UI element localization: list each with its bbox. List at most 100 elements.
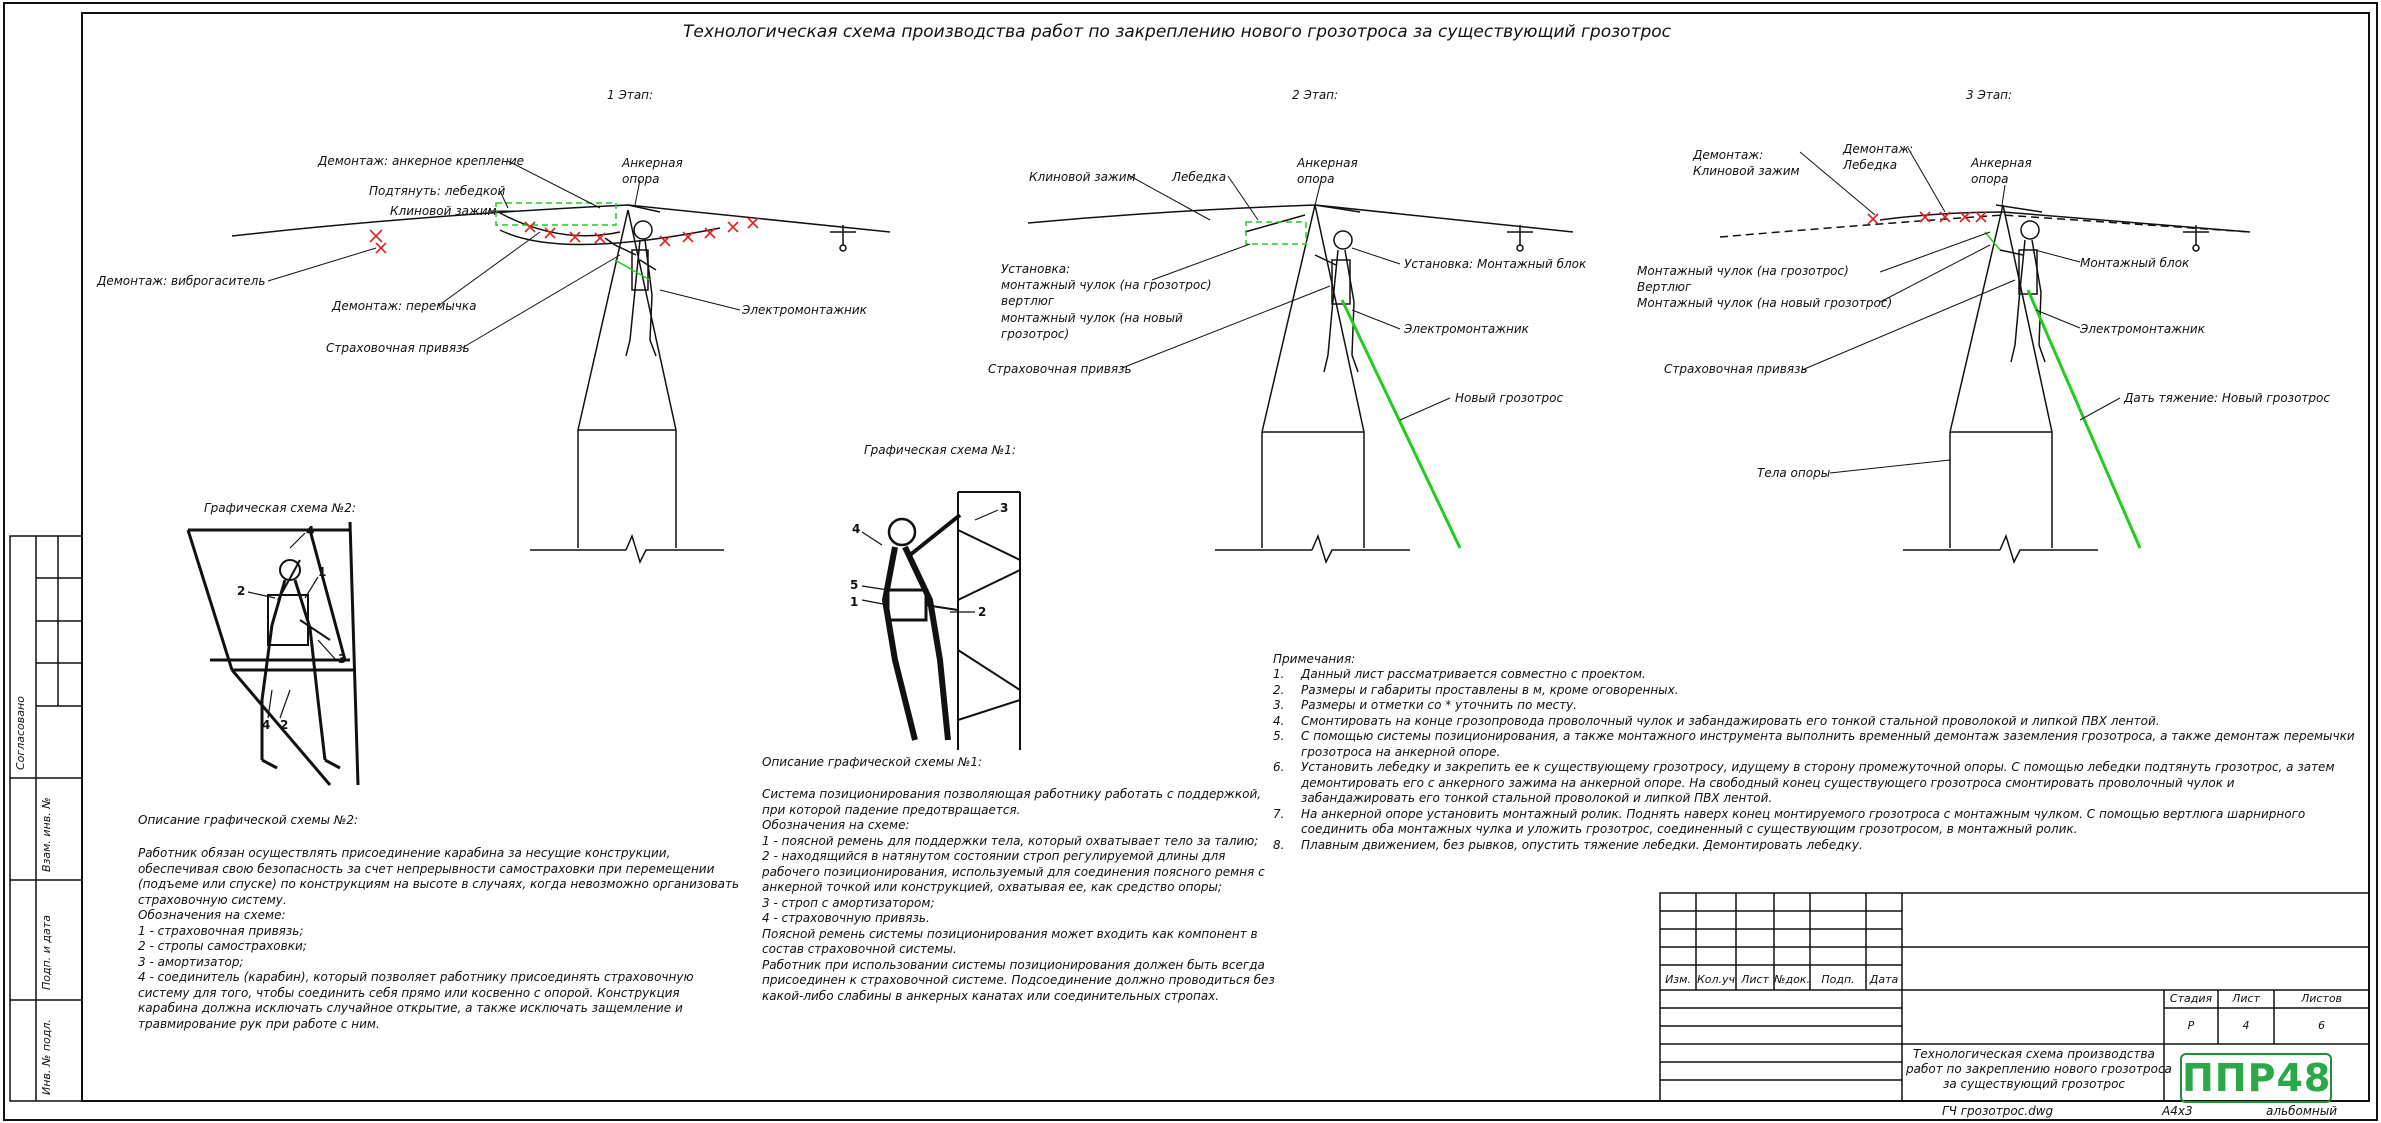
stage3-title: 3 Этап: [1966, 88, 2013, 102]
graph1-num-1: 1 [850, 595, 859, 609]
graph2-num-1: 1 [318, 565, 327, 579]
note-line: 4.Смонтировать на конце грозопровода про… [1273, 714, 2363, 730]
stage2-label-strakh: Страховочная привязь [988, 362, 1132, 376]
note-number: 7. [1273, 806, 1285, 821]
outer-frame [3, 2, 2378, 1121]
note-number: 3. [1273, 698, 1285, 712]
desc2-title: Описание графической схемы №2: [138, 813, 359, 827]
note-number: 8. [1273, 837, 1285, 852]
stage1-label-opora: опора [622, 172, 660, 186]
graph2-num-4b: 4 [262, 718, 271, 732]
graph2-num-4: 4 [306, 524, 315, 538]
stamp-header-podp: Подп. [1821, 973, 1855, 986]
desc1-line: 4 - страховочную привязь. [762, 911, 930, 925]
stage3-label-dem3: Демонтаж: [1843, 142, 1914, 156]
stage2-label-ust3: вертлюг [1001, 294, 1055, 308]
side-vzam: Взам. инв. № [40, 797, 53, 872]
stage3-label-chulok3: Монтажный чулок (на новый грозотрос) [1637, 296, 1893, 310]
desc2-line: травмирование рук при работе с ним. [138, 1016, 380, 1031]
note-line: 6.Установить лебедку и закрепить ее к су… [1273, 760, 2363, 776]
stage1-label-klinovoy: Клиновой зажим [390, 204, 497, 218]
desc1-line: Работник при использовании системы позиц… [762, 957, 1265, 972]
desc2-line: обеспечивая свою безопасность за счет не… [138, 861, 715, 876]
desc1-body: Система позиционирования позволяющая раб… [762, 787, 1275, 1004]
desc1-title: Описание графической схемы №1: [762, 755, 983, 769]
stamp-format: А4х3 [2162, 1104, 2193, 1118]
stamp-name-line3: за существующий грозотрос [1942, 1077, 2126, 1091]
stamp-list-value: 4 [2242, 1019, 2250, 1032]
note-text: На анкерной опоре установить монтажный р… [1301, 806, 2306, 821]
stage1-label-ankernaya: Анкерная [622, 156, 683, 170]
stage2-leaders [1121, 175, 1451, 421]
notes-body: 1.Данный лист рассматривается совместно … [1273, 667, 2363, 853]
graph1-num-3: 3 [1000, 501, 1009, 515]
stage2-label-klinovoy: Клиновой зажим [1029, 170, 1136, 184]
desc2-line: Обозначения на схеме: [138, 908, 286, 922]
desc1-line: Обозначения на схеме: [762, 818, 910, 832]
stage1-label-podtyanut: Подтянуть: лебедкой [369, 184, 506, 198]
stamp-listov-value: 6 [2318, 1019, 2325, 1032]
graph1-title: Графическая схема №1: [864, 443, 1016, 457]
stage2-label-ust2: монтажный чулок (на грозотрос) [1001, 278, 1212, 292]
stamp-header-ndok: №док. [1774, 973, 1810, 986]
stage1-label-demontazh-anchor: Демонтаж: анкерное крепление [318, 154, 525, 168]
note-number [1273, 745, 1301, 761]
note-number [1273, 791, 1301, 807]
stage1-title: 1 Этап: [607, 88, 654, 102]
stamp-header-list: Лист [1741, 973, 1769, 986]
stamp-orientation: альбомный [2266, 1104, 2338, 1118]
note-text: С помощью системы позиционирования, а та… [1301, 729, 2355, 743]
desc2-line: 3 - амортизатор; [138, 954, 244, 969]
graph1-leaders [861, 509, 999, 613]
stamp-list-label: Лист [2232, 992, 2260, 1005]
stage2-label-lebedka: Лебедка [1172, 170, 1227, 184]
stage3-label-strakh: Страховочная привязь [1664, 362, 1808, 376]
stamp-file: ГЧ грозотрос.dwg [1942, 1104, 2054, 1118]
graph2-title: Графическая схема №2: [204, 501, 356, 515]
stage2-label-ust1: Установка: [1001, 262, 1071, 276]
stage3-label-electro: Электромонтажник [2080, 322, 2205, 336]
graph1-num-4: 4 [852, 522, 861, 536]
note-text: Размеры и отметки со * уточнить по месту… [1301, 698, 1578, 712]
note-text: грозотроса на анкерной опоре. [1301, 744, 1501, 759]
stage3-label-dem2: Клиновой зажим [1693, 164, 1800, 178]
desc1-line: рабочего позиционирования, используемый … [762, 864, 1265, 879]
graph2-leaders [247, 532, 337, 719]
stage1-red-marks [369, 217, 759, 254]
note-number: 2. [1273, 682, 1285, 697]
stage3-label-dem1: Демонтаж: [1693, 148, 1764, 162]
note-text: Данный лист рассматривается совместно с … [1301, 667, 1646, 681]
stage3-red-marks [1867, 211, 1987, 225]
stage3-label-dem4: Лебедка [1843, 158, 1898, 172]
stage3-leaders [1799, 147, 2121, 474]
note-line: 7. На анкерной опоре установить монтажный… [1273, 807, 2363, 823]
stage2-label-ust4: монтажный чулок (на новый [1001, 311, 1183, 325]
note-line: 1.Данный лист рассматривается совместно … [1273, 667, 2363, 683]
stamp-name-line2: работ по закреплению нового грозотроса [1906, 1062, 2172, 1076]
stage3-label-blok: Монтажный блок [2080, 256, 2190, 270]
note-number: 6. [1273, 760, 1285, 774]
stamp-grid [1659, 892, 2370, 1102]
stage3-label-ankernaya: Анкерная [1971, 156, 2032, 170]
company-logo: ППР48 [2180, 1053, 2332, 1103]
desc1-line: Система позиционирования позволяющая раб… [762, 787, 1262, 801]
desc2-line: страховочную систему. [138, 892, 287, 907]
stage3-label-chulok1: Монтажный чулок (на грозотрос) [1637, 264, 1849, 278]
note-number [1273, 776, 1301, 792]
notes-title: Примечания: [1273, 652, 1356, 666]
note-number: 5. [1273, 729, 1285, 743]
note-number: 4. [1273, 713, 1285, 728]
note-line: грозотроса на анкерной опоре. [1273, 745, 2363, 761]
stamp-header-koluch: Кол.уч [1696, 973, 1736, 986]
note-line: 3. Размеры и отметки со * уточнить по мес… [1273, 698, 2363, 714]
stage2-label-electro: Электромонтажник [1404, 322, 1529, 336]
note-line: 8. Плавным движением, без рывков, опустит… [1273, 838, 2363, 854]
note-text: Плавным движением, без рывков, опустить … [1301, 837, 1863, 852]
note-line: демонтировать его с анкерного зажима на … [1273, 776, 2363, 792]
note-text: Размеры и габариты проставлены в м, кром… [1301, 682, 1679, 697]
note-line: соединить оба монтажных чулка и уложить … [1273, 822, 2363, 838]
stage2-drawing [1027, 204, 1574, 565]
desc1-line: 2 - находящийся в натянутом состоянии ст… [762, 849, 1226, 863]
desc1-line: 1 - поясной ремень для поддержки тела, к… [762, 833, 1259, 848]
